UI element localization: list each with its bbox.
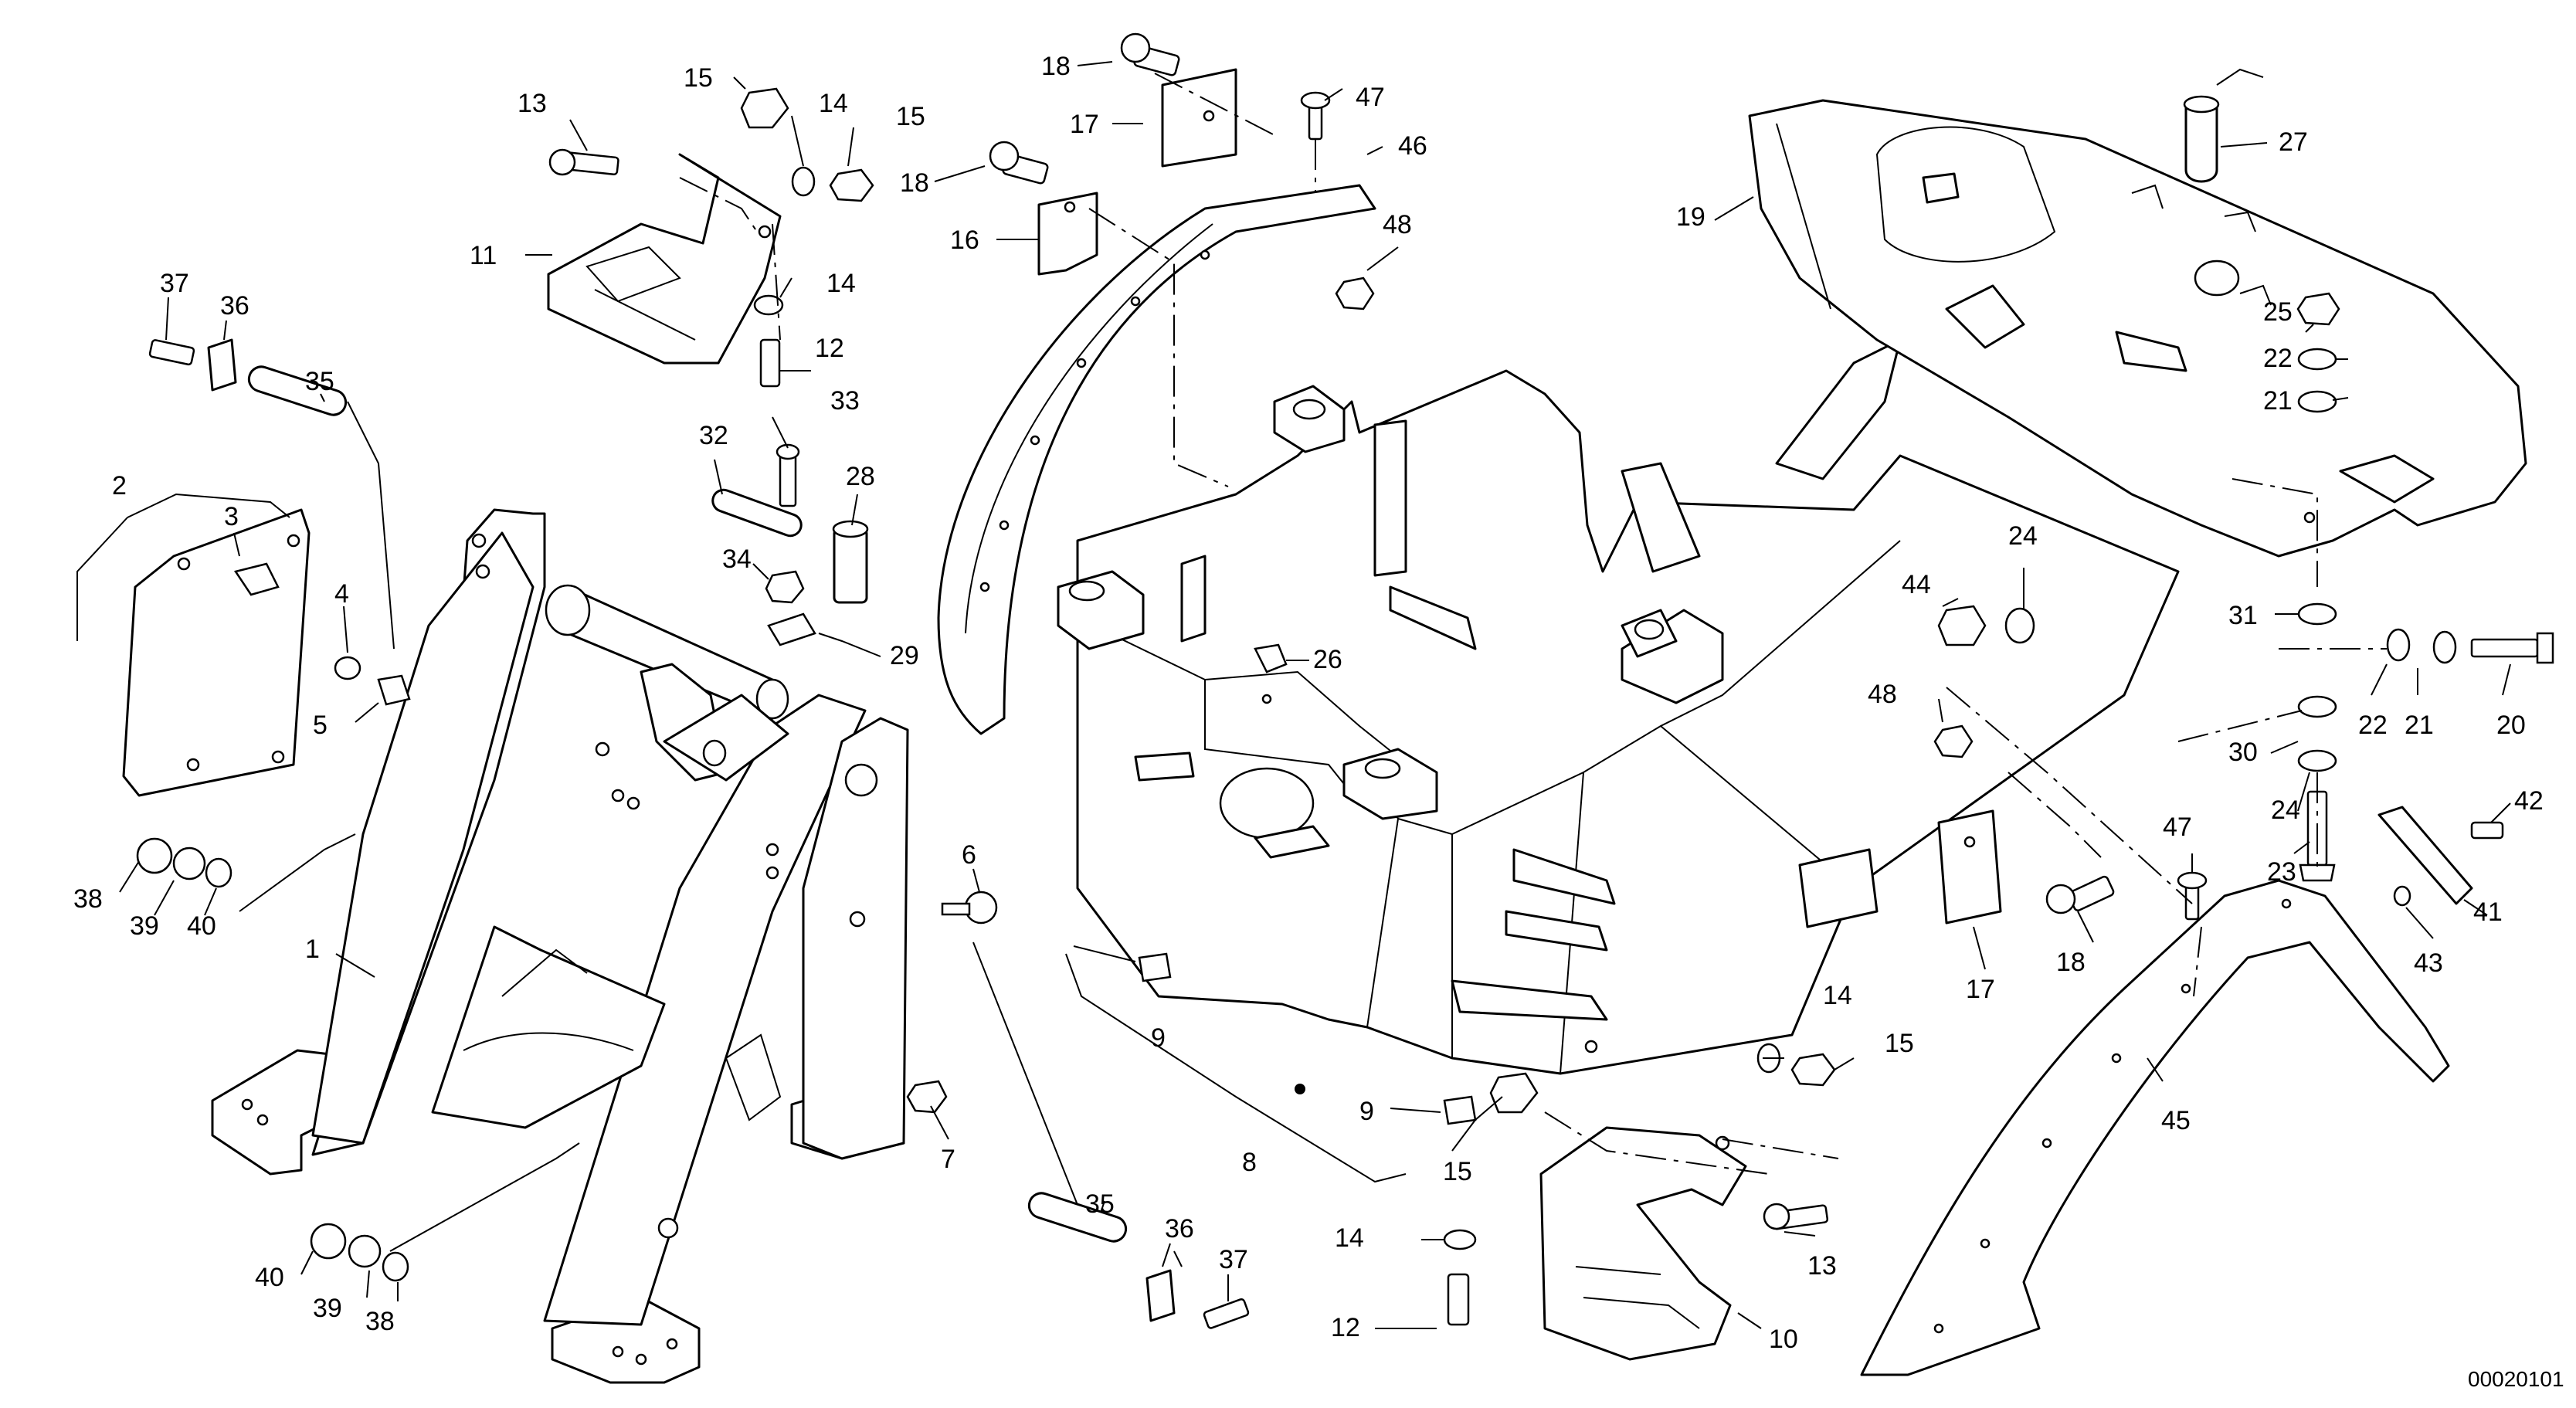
- callout-18a: 18: [1041, 52, 1071, 81]
- callout-40a: 40: [187, 911, 216, 941]
- callout-14c: 14: [1823, 981, 1852, 1010]
- callout-9b: 9: [1359, 1097, 1374, 1126]
- callout-41: 41: [2473, 897, 2503, 927]
- callout-18b: 18: [900, 168, 929, 198]
- callout-15a: 15: [684, 63, 713, 93]
- callout-30: 30: [2228, 738, 2258, 767]
- callout-42: 42: [2514, 786, 2544, 816]
- callout-33: 33: [830, 386, 860, 416]
- callout-22a: 22: [2263, 344, 2293, 373]
- callout-16: 16: [950, 226, 979, 255]
- callout-13b: 13: [1807, 1251, 1837, 1281]
- callout-15c: 15: [1885, 1029, 1914, 1058]
- callout-20: 20: [2496, 711, 2526, 740]
- callout-17b: 17: [1966, 975, 1995, 1004]
- callout-8: 8: [1242, 1148, 1257, 1177]
- left-fender: [937, 184, 1376, 735]
- callout-6: 6: [962, 840, 976, 870]
- callout-48b: 48: [1868, 680, 1897, 709]
- callout-24b: 24: [2271, 796, 2300, 825]
- front-frame: [211, 508, 909, 1384]
- callout-1: 1: [305, 935, 320, 964]
- callout-14d: 14: [1335, 1223, 1364, 1253]
- callout-37b: 37: [1219, 1245, 1248, 1274]
- callout-22b: 22: [2358, 711, 2388, 740]
- callout-39a: 39: [130, 911, 159, 941]
- bracket-17-top: [1161, 68, 1237, 168]
- callout-35b: 35: [1085, 1189, 1115, 1219]
- callout-26: 26: [1313, 645, 1342, 674]
- callout-10: 10: [1769, 1325, 1798, 1354]
- callout-7: 7: [941, 1145, 955, 1174]
- bracket-plates: [1037, 68, 2002, 925]
- callout-47b: 47: [2163, 813, 2192, 842]
- callout-12a: 12: [815, 334, 844, 363]
- callout-29: 29: [890, 641, 919, 670]
- cover-plate: [122, 508, 311, 797]
- callout-19: 19: [1676, 202, 1705, 232]
- callout-23: 23: [2267, 857, 2296, 887]
- callout-43: 43: [2414, 948, 2443, 978]
- right-fender: [1860, 879, 2450, 1376]
- callout-14a: 14: [819, 89, 848, 118]
- callout-48a: 48: [1383, 210, 1412, 239]
- right-step: [1539, 1126, 1747, 1361]
- callout-4: 4: [334, 579, 349, 609]
- callout-15b: 15: [896, 102, 925, 131]
- callout-27: 27: [2279, 127, 2308, 157]
- callout-15d: 15: [1443, 1157, 1472, 1186]
- callout-12b: 12: [1331, 1313, 1360, 1342]
- callout-44: 44: [1902, 570, 1931, 599]
- main-frame: [1057, 338, 2180, 1094]
- callout-25: 25: [2263, 297, 2293, 327]
- callout-5: 5: [313, 711, 328, 740]
- leader-lines: [76, 61, 2511, 1329]
- hardware: [136, 32, 2554, 1329]
- callout-31: 31: [2228, 601, 2258, 630]
- callout-14b: 14: [826, 269, 856, 298]
- callout-9a: 9: [1151, 1023, 1166, 1053]
- callout-46: 46: [1398, 131, 1427, 161]
- callout-18c: 18: [2056, 948, 2086, 977]
- callout-38a: 38: [73, 884, 103, 914]
- callout-35a: 35: [305, 367, 334, 396]
- callout-36a: 36: [220, 291, 249, 321]
- callout-17a: 17: [1070, 110, 1099, 139]
- left-step: [547, 153, 782, 365]
- callout-21a: 21: [2263, 386, 2293, 416]
- callout-45: 45: [2161, 1106, 2191, 1135]
- bracket-16: [1037, 192, 1098, 276]
- callout-34: 34: [722, 545, 752, 574]
- callout-37a: 37: [160, 269, 189, 298]
- callout-3: 3: [224, 502, 239, 531]
- callout-21b: 21: [2405, 711, 2434, 740]
- bracket-17-bottom: [1937, 809, 2002, 925]
- callout-32: 32: [699, 421, 728, 450]
- callout-47a: 47: [1356, 83, 1385, 112]
- callout-2: 2: [112, 471, 127, 500]
- callout-labels: 1 2 3 4 5 6 7 8 9 9 10 11 12 12 13 13 14…: [73, 52, 2544, 1354]
- callout-40b: 40: [255, 1263, 284, 1292]
- callout-13a: 13: [518, 89, 547, 118]
- drawing-reference-number: 00020101: [2468, 1367, 2564, 1391]
- callout-36b: 36: [1165, 1214, 1194, 1243]
- callout-11: 11: [470, 241, 497, 270]
- callout-24a: 24: [2008, 521, 2038, 551]
- callout-38b: 38: [365, 1307, 395, 1336]
- rear-cover: [1748, 99, 2527, 558]
- callout-28: 28: [846, 462, 875, 491]
- callout-39b: 39: [313, 1294, 342, 1323]
